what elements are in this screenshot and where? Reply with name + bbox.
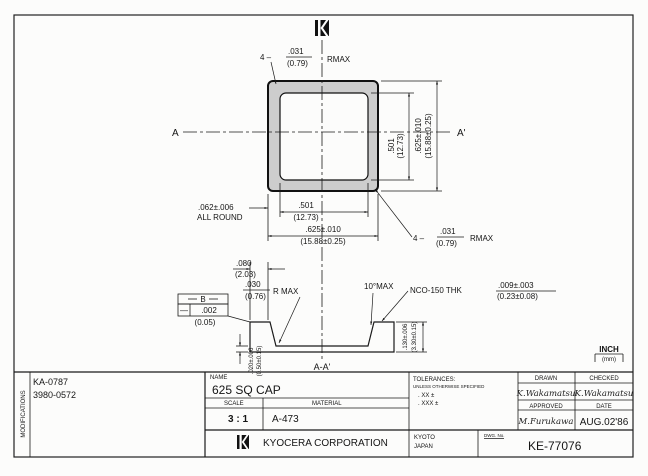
company-city: KYOTO <box>414 435 435 441</box>
outer-width-inch: .625±.010 <box>305 225 341 234</box>
approved-label: APPROVED <box>529 404 563 410</box>
checked-by-signature: K.Wakamatsu <box>574 389 634 399</box>
inner-width-mm: (12.73) <box>293 213 319 222</box>
modifications-label: MODIFICATIONS <box>21 390 27 437</box>
material-label: MATERIAL <box>312 401 342 407</box>
inner-height-mm: (12.73) <box>396 133 405 159</box>
name-label: NAME <box>210 375 227 381</box>
modification-entry: KA-0787 <box>33 377 68 387</box>
inner-width-inch: .501 <box>298 201 314 210</box>
kyocera-logo-icon <box>315 20 329 36</box>
part-name: 625 SQ CAP <box>212 383 281 397</box>
draft-angle-leader <box>370 292 374 326</box>
thickness-mm: (3.30±0.15) <box>412 322 418 353</box>
section-mark-left: A <box>172 128 179 139</box>
corner-radius-bottom-note: RMAX <box>470 234 494 243</box>
drawn-by-signature: K.Wakamatsu <box>516 389 576 399</box>
flatness-frame <box>177 303 229 317</box>
drawing-border <box>13 14 634 458</box>
wall-thickness-note: ALL ROUND <box>197 213 243 222</box>
plating-leader <box>381 290 409 322</box>
outer-height-mm: (15.88±0.25) <box>424 113 433 159</box>
datum-leader <box>227 315 251 323</box>
kyocera-logo-icon <box>237 435 249 449</box>
inner-radius-leader <box>278 296 301 344</box>
drawing-number: KE-77076 <box>528 439 582 453</box>
corner-radius-top-mm: (0.79) <box>287 59 308 68</box>
corner-radius-top-count: 4 – <box>260 53 272 62</box>
corner-radius-top-note: RMAX <box>327 55 351 64</box>
bottom-thickness-mm: (0.50±0.15) <box>257 346 263 377</box>
outer-height-inch: .625±.010 <box>414 118 423 154</box>
thickness-inch: .130±.006 <box>403 323 409 350</box>
corner-radius-bottom-count: 4 – <box>413 234 425 243</box>
plating-thickness-inch: .009±.003 <box>498 281 534 290</box>
section-view: .080 (2.03) .030 (0.76) R MAX B — .002 (… <box>177 259 556 377</box>
flange-width-mm: (2.03) <box>235 270 256 279</box>
company-country: JAPAN <box>414 444 433 450</box>
inner-radius-note: R MAX <box>273 287 299 296</box>
units-primary: INCH <box>599 345 619 354</box>
checked-label: CHECKED <box>589 376 619 382</box>
inner-radius-mm: (0.76) <box>245 292 266 301</box>
tolerance-two-place: . XX ± <box>418 393 435 399</box>
tolerances-title: TOLERANCES: <box>413 377 456 383</box>
flatness-tolerance: .002 <box>201 306 217 315</box>
flange-width-inch: .080 <box>236 259 252 268</box>
flatness-tolerance-mm: (0.05) <box>195 318 216 327</box>
scale-value: 3 : 1 <box>228 414 248 425</box>
units-secondary: (mm) <box>602 357 616 363</box>
cap-inner-outline <box>279 92 369 181</box>
title-block: MODIFICATIONS KA-0787 3980-0572 NAME 625… <box>14 371 634 457</box>
modification-entry: 3980-0572 <box>33 390 76 400</box>
approval-date: AUG.02'86 <box>580 417 629 428</box>
corner-radius-bottom-mm: (0.79) <box>436 239 457 248</box>
plan-view: A A' 4 – .031 (0.79) RMAX .501 (12.73) .… <box>172 40 494 362</box>
drawing-number-label: DWG. No. <box>484 433 505 438</box>
section-mark-right: A' <box>457 128 466 139</box>
corner-radius-bottom-inch: .031 <box>440 227 456 236</box>
plating-spec: NCO-150 THK <box>410 286 463 295</box>
cap-section-profile <box>249 321 395 353</box>
corner-radius-top-inch: .031 <box>288 47 304 56</box>
material-value: A-473 <box>272 414 299 425</box>
corner-radius-top-leader <box>270 61 277 85</box>
scale-label: SCALE <box>224 401 244 407</box>
inner-height-inch: .501 <box>387 138 396 154</box>
corner-radius-bottom-leader <box>374 188 413 238</box>
company-name: KYOCERA CORPORATION <box>263 438 388 449</box>
inner-radius-inch: .030 <box>245 280 261 289</box>
tolerances-note: UNLESS OTHERWISE SPECIFIED <box>413 384 485 389</box>
section-label: A-A' <box>314 362 331 372</box>
bottom-thickness-inch: .020±.006 <box>249 347 255 374</box>
outer-width-mm: (15.88±0.25) <box>300 237 346 246</box>
plating-thickness-mm: (0.23±0.08) <box>497 292 538 301</box>
wall-thickness-inch: .062±.006 <box>198 203 234 212</box>
draft-angle: 10°MAX <box>364 282 394 291</box>
approved-by-signature: M.Furukawa <box>518 417 574 427</box>
tolerance-three-place: . XXX ± <box>418 401 439 407</box>
datum-label: B <box>200 295 205 304</box>
drawn-label: DRAWN <box>535 376 557 382</box>
units-legend: INCH (mm) <box>594 345 624 363</box>
flatness-symbol: — <box>180 306 188 315</box>
date-label: DATE <box>596 404 612 410</box>
